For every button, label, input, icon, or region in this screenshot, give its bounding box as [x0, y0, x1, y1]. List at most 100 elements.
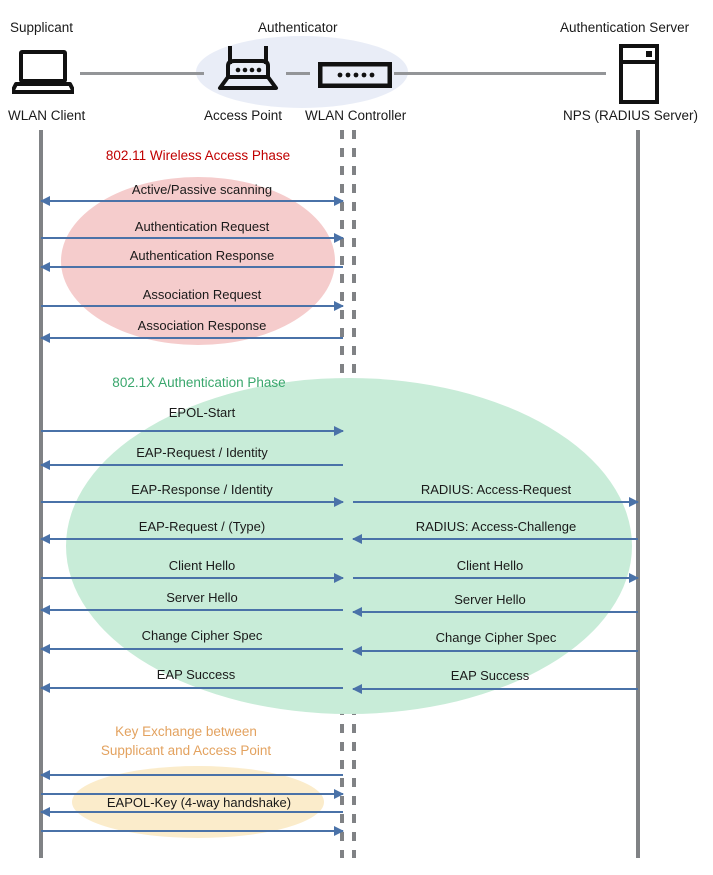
arrow-head-left	[352, 607, 362, 617]
actor-device-access-point: Access Point	[204, 108, 283, 123]
arrow-shaft	[41, 305, 343, 307]
arrow-shaft	[41, 337, 343, 339]
arrow-shaft	[353, 538, 638, 540]
message-arrow-eap-response-identity	[41, 497, 344, 507]
arrow-shaft	[41, 464, 343, 466]
arrow-shaft	[41, 687, 343, 689]
phase-key-exchange-heading-line1: Key Exchange between	[115, 724, 257, 739]
arrow-shaft	[41, 609, 343, 611]
laptop-icon	[10, 50, 76, 99]
message-arrow-change-cipher-spec-left	[40, 644, 343, 654]
actor-role-authenticator: Authenticator	[258, 20, 338, 35]
message-label-epol-start: EPOL-Start	[168, 405, 236, 420]
actor-role-supplicant: Supplicant	[10, 20, 74, 35]
message-label-radius-access-challenge: RADIUS: Access-Challenge	[415, 519, 577, 534]
arrow-shaft	[41, 830, 343, 832]
message-label-server-hello-right: Server Hello	[454, 592, 526, 607]
phase-key-exchange-ellipse	[72, 766, 324, 838]
arrow-head-left	[40, 807, 50, 817]
server-icon	[618, 44, 660, 109]
message-label-eap-response-identity: EAP-Response / Identity	[131, 482, 273, 497]
arrow-shaft	[41, 430, 343, 432]
arrow-shaft	[353, 577, 638, 579]
message-arrow-radius-access-request	[353, 497, 639, 507]
phase-802-1x-heading: 802.1X Authentication Phase	[112, 375, 286, 390]
access-point-icon	[212, 44, 284, 101]
actor-device-wlan-controller: WLAN Controller	[305, 108, 407, 123]
arrow-head-left	[40, 333, 50, 343]
arrow-head-right	[334, 789, 344, 799]
message-arrow-client-hello-left	[41, 573, 344, 583]
message-label-radius-access-request: RADIUS: Access-Request	[420, 482, 572, 497]
message-arrow-change-cipher-spec-right	[352, 646, 638, 656]
message-arrow-eapol-key-1	[40, 770, 343, 780]
phase-key-exchange-heading-line2: Supplicant and Access Point	[100, 743, 272, 758]
message-arrow-epol-start	[41, 426, 344, 436]
arrow-shaft	[41, 501, 343, 503]
message-label-authentication-request: Authentication Request	[134, 219, 270, 234]
arrow-head-left	[40, 534, 50, 544]
arrow-shaft	[41, 577, 343, 579]
phase-802-11-heading: 802.11 Wireless Access Phase	[105, 148, 291, 163]
message-label-eapol-key-4-way-handshake: EAPOL-Key (4-way handshake)	[106, 795, 292, 810]
arrow-head-left	[40, 644, 50, 654]
arrow-head-right	[334, 233, 344, 243]
arrow-shaft	[41, 200, 343, 202]
arrow-shaft	[353, 611, 638, 613]
message-arrow-authentication-request	[41, 233, 344, 243]
message-arrow-eapol-key-3	[40, 807, 343, 817]
message-arrow-eap-request-identity	[40, 460, 343, 470]
message-label-association-request: Association Request	[142, 287, 262, 302]
wlan-controller-icon	[317, 61, 393, 93]
message-arrow-client-hello-right	[353, 573, 639, 583]
arrow-head-right	[334, 301, 344, 311]
message-label-authentication-response: Authentication Response	[129, 248, 275, 263]
message-label-active-passive-scanning: Active/Passive scanning	[131, 182, 273, 197]
actor-device-wlan-client: WLAN Client	[8, 108, 86, 123]
arrow-head-left	[352, 646, 362, 656]
message-arrow-server-hello-left	[40, 605, 343, 615]
arrow-head-left	[40, 196, 50, 206]
message-arrow-eapol-key-4	[41, 826, 344, 836]
arrow-shaft	[353, 688, 638, 690]
arrow-head-left	[40, 605, 50, 615]
message-label-client-hello-right: Client Hello	[456, 558, 524, 573]
message-arrow-eapol-key-2	[41, 789, 344, 799]
message-label-change-cipher-spec-right: Change Cipher Spec	[435, 630, 557, 645]
arrow-head-right	[334, 573, 344, 583]
actor-role-authentication-server: Authentication Server	[560, 20, 690, 35]
message-arrow-authentication-response	[40, 262, 343, 272]
arrow-head-left	[40, 460, 50, 470]
message-arrow-association-response	[40, 333, 343, 343]
arrow-head-left	[40, 262, 50, 272]
lifeline-supplicant	[39, 130, 43, 858]
arrow-head-right	[334, 497, 344, 507]
message-arrow-eap-success-left	[40, 683, 343, 693]
arrow-shaft	[41, 237, 343, 239]
arrow-shaft	[41, 266, 343, 268]
message-arrow-radius-access-challenge	[352, 534, 638, 544]
message-label-server-hello-left: Server Hello	[166, 590, 238, 605]
arrow-head-left	[40, 770, 50, 780]
arrow-head-left	[352, 534, 362, 544]
arrow-head-left	[352, 684, 362, 694]
message-arrow-active-passive-scanning-left	[40, 196, 343, 206]
message-label-client-hello-left: Client Hello	[168, 558, 236, 573]
link-wlc-to-server	[394, 72, 606, 75]
arrow-shaft	[41, 648, 343, 650]
arrow-head-right	[334, 826, 344, 836]
message-arrow-eap-success-right	[352, 684, 638, 694]
message-arrow-active-passive-scanning-right	[41, 196, 344, 206]
phase-802-11-ellipse	[61, 177, 335, 345]
lifeline-authentication-server	[636, 130, 640, 858]
arrow-head-right	[334, 426, 344, 436]
message-label-eap-success-left: EAP Success	[156, 667, 236, 682]
message-label-association-response: Association Response	[137, 318, 267, 333]
message-label-change-cipher-spec-left: Change Cipher Spec	[141, 628, 263, 643]
arrow-shaft	[41, 793, 343, 795]
message-label-eap-success-right: EAP Success	[450, 668, 530, 683]
arrow-shaft	[41, 538, 343, 540]
link-ap-to-wlc	[286, 72, 310, 75]
message-arrow-eap-request-type	[40, 534, 343, 544]
